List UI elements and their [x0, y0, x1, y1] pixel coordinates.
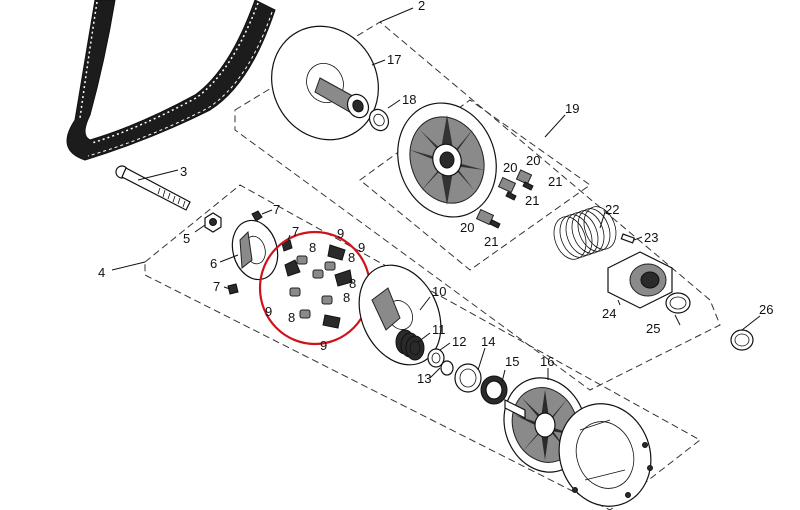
callout-21-c: 21 — [484, 234, 498, 249]
drive-belt — [66, 0, 276, 161]
roller-part-20-a — [497, 176, 517, 194]
bearing-part-15 — [480, 375, 508, 405]
callout-2: 2 — [418, 0, 425, 13]
callout-21-b: 21 — [525, 193, 539, 208]
cover-plate-part-6 — [231, 219, 279, 281]
bolt-part-3 — [115, 165, 191, 211]
cam-part-24 — [607, 251, 673, 309]
bushing-part-14 — [454, 363, 482, 393]
callout-19: 19 — [565, 101, 579, 116]
cover-plate-part-16 — [558, 403, 653, 507]
callout-9-c: 9 — [265, 304, 272, 319]
callout-7-c: 7 — [213, 279, 220, 294]
callout-4: 4 — [98, 265, 105, 280]
callout-8-b: 8 — [348, 250, 355, 265]
nut-part-5 — [204, 212, 222, 233]
callout-8-c: 8 — [343, 290, 350, 305]
levers-part-9 — [284, 244, 353, 329]
callout-20-a: 20 — [503, 160, 517, 175]
leader-lines — [111, 7, 761, 383]
callout-25: 25 — [646, 321, 660, 336]
callout-9-b: 9 — [358, 240, 365, 255]
callout-7-b: 7 — [292, 224, 299, 239]
key-part-23 — [620, 233, 636, 244]
bolt-part-7-c — [227, 283, 239, 295]
callout-6: 6 — [210, 256, 217, 271]
callout-20-b: 20 — [526, 153, 540, 168]
callout-9-d: 9 — [320, 338, 327, 353]
callout-7-a: 7 — [273, 202, 280, 217]
callout-21-a: 21 — [548, 174, 562, 189]
callout-17: 17 — [387, 52, 401, 67]
callout-23: 23 — [644, 230, 658, 245]
drive-sheave-part-17 — [271, 25, 379, 141]
pin-part-21-a — [505, 191, 517, 201]
spring-part-11 — [395, 329, 425, 361]
callout-11: 11 — [432, 322, 446, 337]
callout-15: 15 — [505, 354, 519, 369]
callout-10: 10 — [432, 284, 446, 299]
bolt-part-7-a — [251, 210, 263, 222]
callout-13: 13 — [417, 371, 431, 386]
bolt-part-7-b — [281, 239, 293, 252]
callout-24: 24 — [602, 306, 616, 321]
ring-part-26 — [730, 329, 754, 351]
weights-part-8 — [289, 255, 336, 319]
callout-20-c: 20 — [460, 220, 474, 235]
callout-8-d: 8 — [349, 276, 356, 291]
washer-part-12 — [427, 348, 445, 368]
callout-3: 3 — [180, 164, 187, 179]
pin-part-21-c — [489, 219, 501, 229]
callout-14: 14 — [481, 334, 495, 349]
callout-16: 16 — [540, 354, 554, 369]
pin-part-21-b — [522, 181, 534, 191]
callout-9-a: 9 — [337, 226, 344, 241]
ring-part-25 — [665, 292, 691, 314]
roller-part-20-b — [515, 169, 533, 185]
callout-22: 22 — [605, 202, 619, 217]
secondary-assembly-box — [144, 184, 701, 510]
callout-18: 18 — [402, 92, 416, 107]
movable-sheave-part-19 — [397, 102, 497, 218]
washer-part-13 — [440, 360, 454, 376]
washer-part-18 — [368, 108, 390, 132]
callout-12: 12 — [452, 334, 466, 349]
spring-part-22 — [553, 206, 617, 260]
roller-part-20-c — [475, 208, 495, 226]
callout-8-a: 8 — [309, 240, 316, 255]
callout-5: 5 — [183, 231, 190, 246]
callout-8-e: 8 — [288, 310, 295, 325]
callout-26: 26 — [759, 302, 773, 317]
